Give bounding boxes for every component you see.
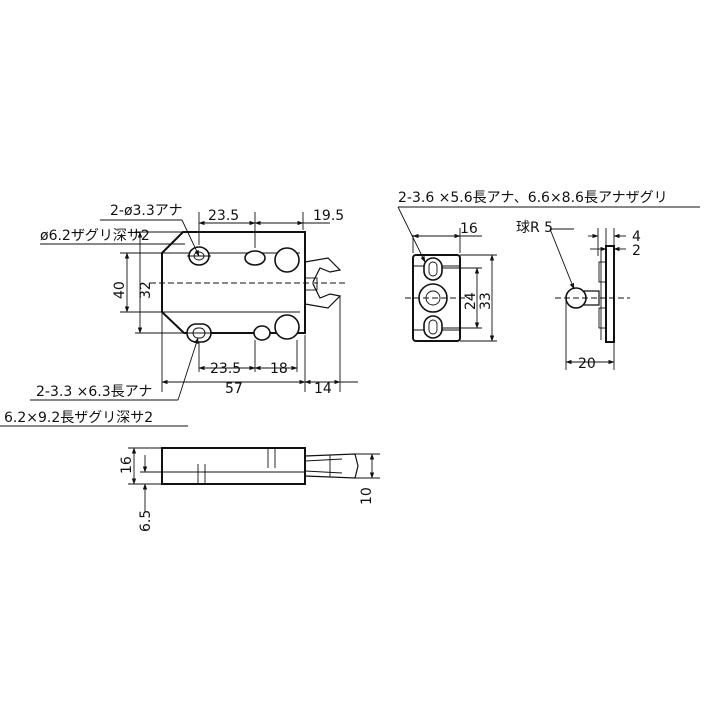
mounting-hole-top (187, 246, 211, 266)
dim-side-10: 10 (359, 487, 375, 505)
dim-top-b: 19.5 (313, 208, 344, 224)
dim-top-a: 23.5 (208, 208, 239, 224)
catch-body-outline (150, 231, 345, 334)
side-view: 16 6.5 10 (119, 447, 380, 532)
dim-side-6-5: 6.5 (138, 510, 154, 532)
dim-bottom-c: 14 (314, 381, 332, 397)
callout-top-line1: 2-ø3.3アナ (110, 203, 183, 219)
dim-left-inner: 32 (138, 281, 154, 299)
dim-side-16: 16 (119, 456, 135, 474)
callout-top-line2: ø6.2ザグリ深サ2 (40, 228, 150, 244)
dim-left-outer: 40 (112, 281, 128, 299)
dim-bottom-a: 23.5 (210, 361, 241, 377)
callout-ball: 球R 5 (516, 220, 553, 236)
callout-bottom-line2: 6.2×9.2長ザグリ深サ2 (4, 410, 153, 426)
dim-ball-2: 2 (632, 243, 641, 259)
dim-ball-4: 4 (632, 229, 641, 245)
dim-bottom-b: 18 (270, 361, 288, 377)
front-view: 23.5 19.5 2-ø3.3アナ ø6.2ザグリ深サ2 40 32 23.5… (0, 203, 358, 427)
dim-ball-20: 20 (578, 356, 596, 372)
callout-bottom-line1: 2-3.3 ×6.3長アナ (36, 384, 152, 400)
dim-plate-width: 16 (460, 221, 478, 237)
rivet-holes (244, 247, 300, 341)
callout-plate: 2-3.6 ×5.6長アナ、6.6×8.6長アナザグリ (398, 190, 668, 206)
dim-plate-inner: 24 (463, 292, 479, 310)
ball-strike-view: 球R 5 4 2 20 (516, 220, 641, 372)
dim-plate-outer: 33 (478, 292, 494, 310)
mounting-slot-bottom (185, 323, 213, 343)
strike-plate-view: 16 2-3.6 ×5.6長アナ、6.6×8.6長アナザグリ 24 33 (397, 190, 700, 342)
dim-bottom-total: 57 (225, 381, 243, 397)
